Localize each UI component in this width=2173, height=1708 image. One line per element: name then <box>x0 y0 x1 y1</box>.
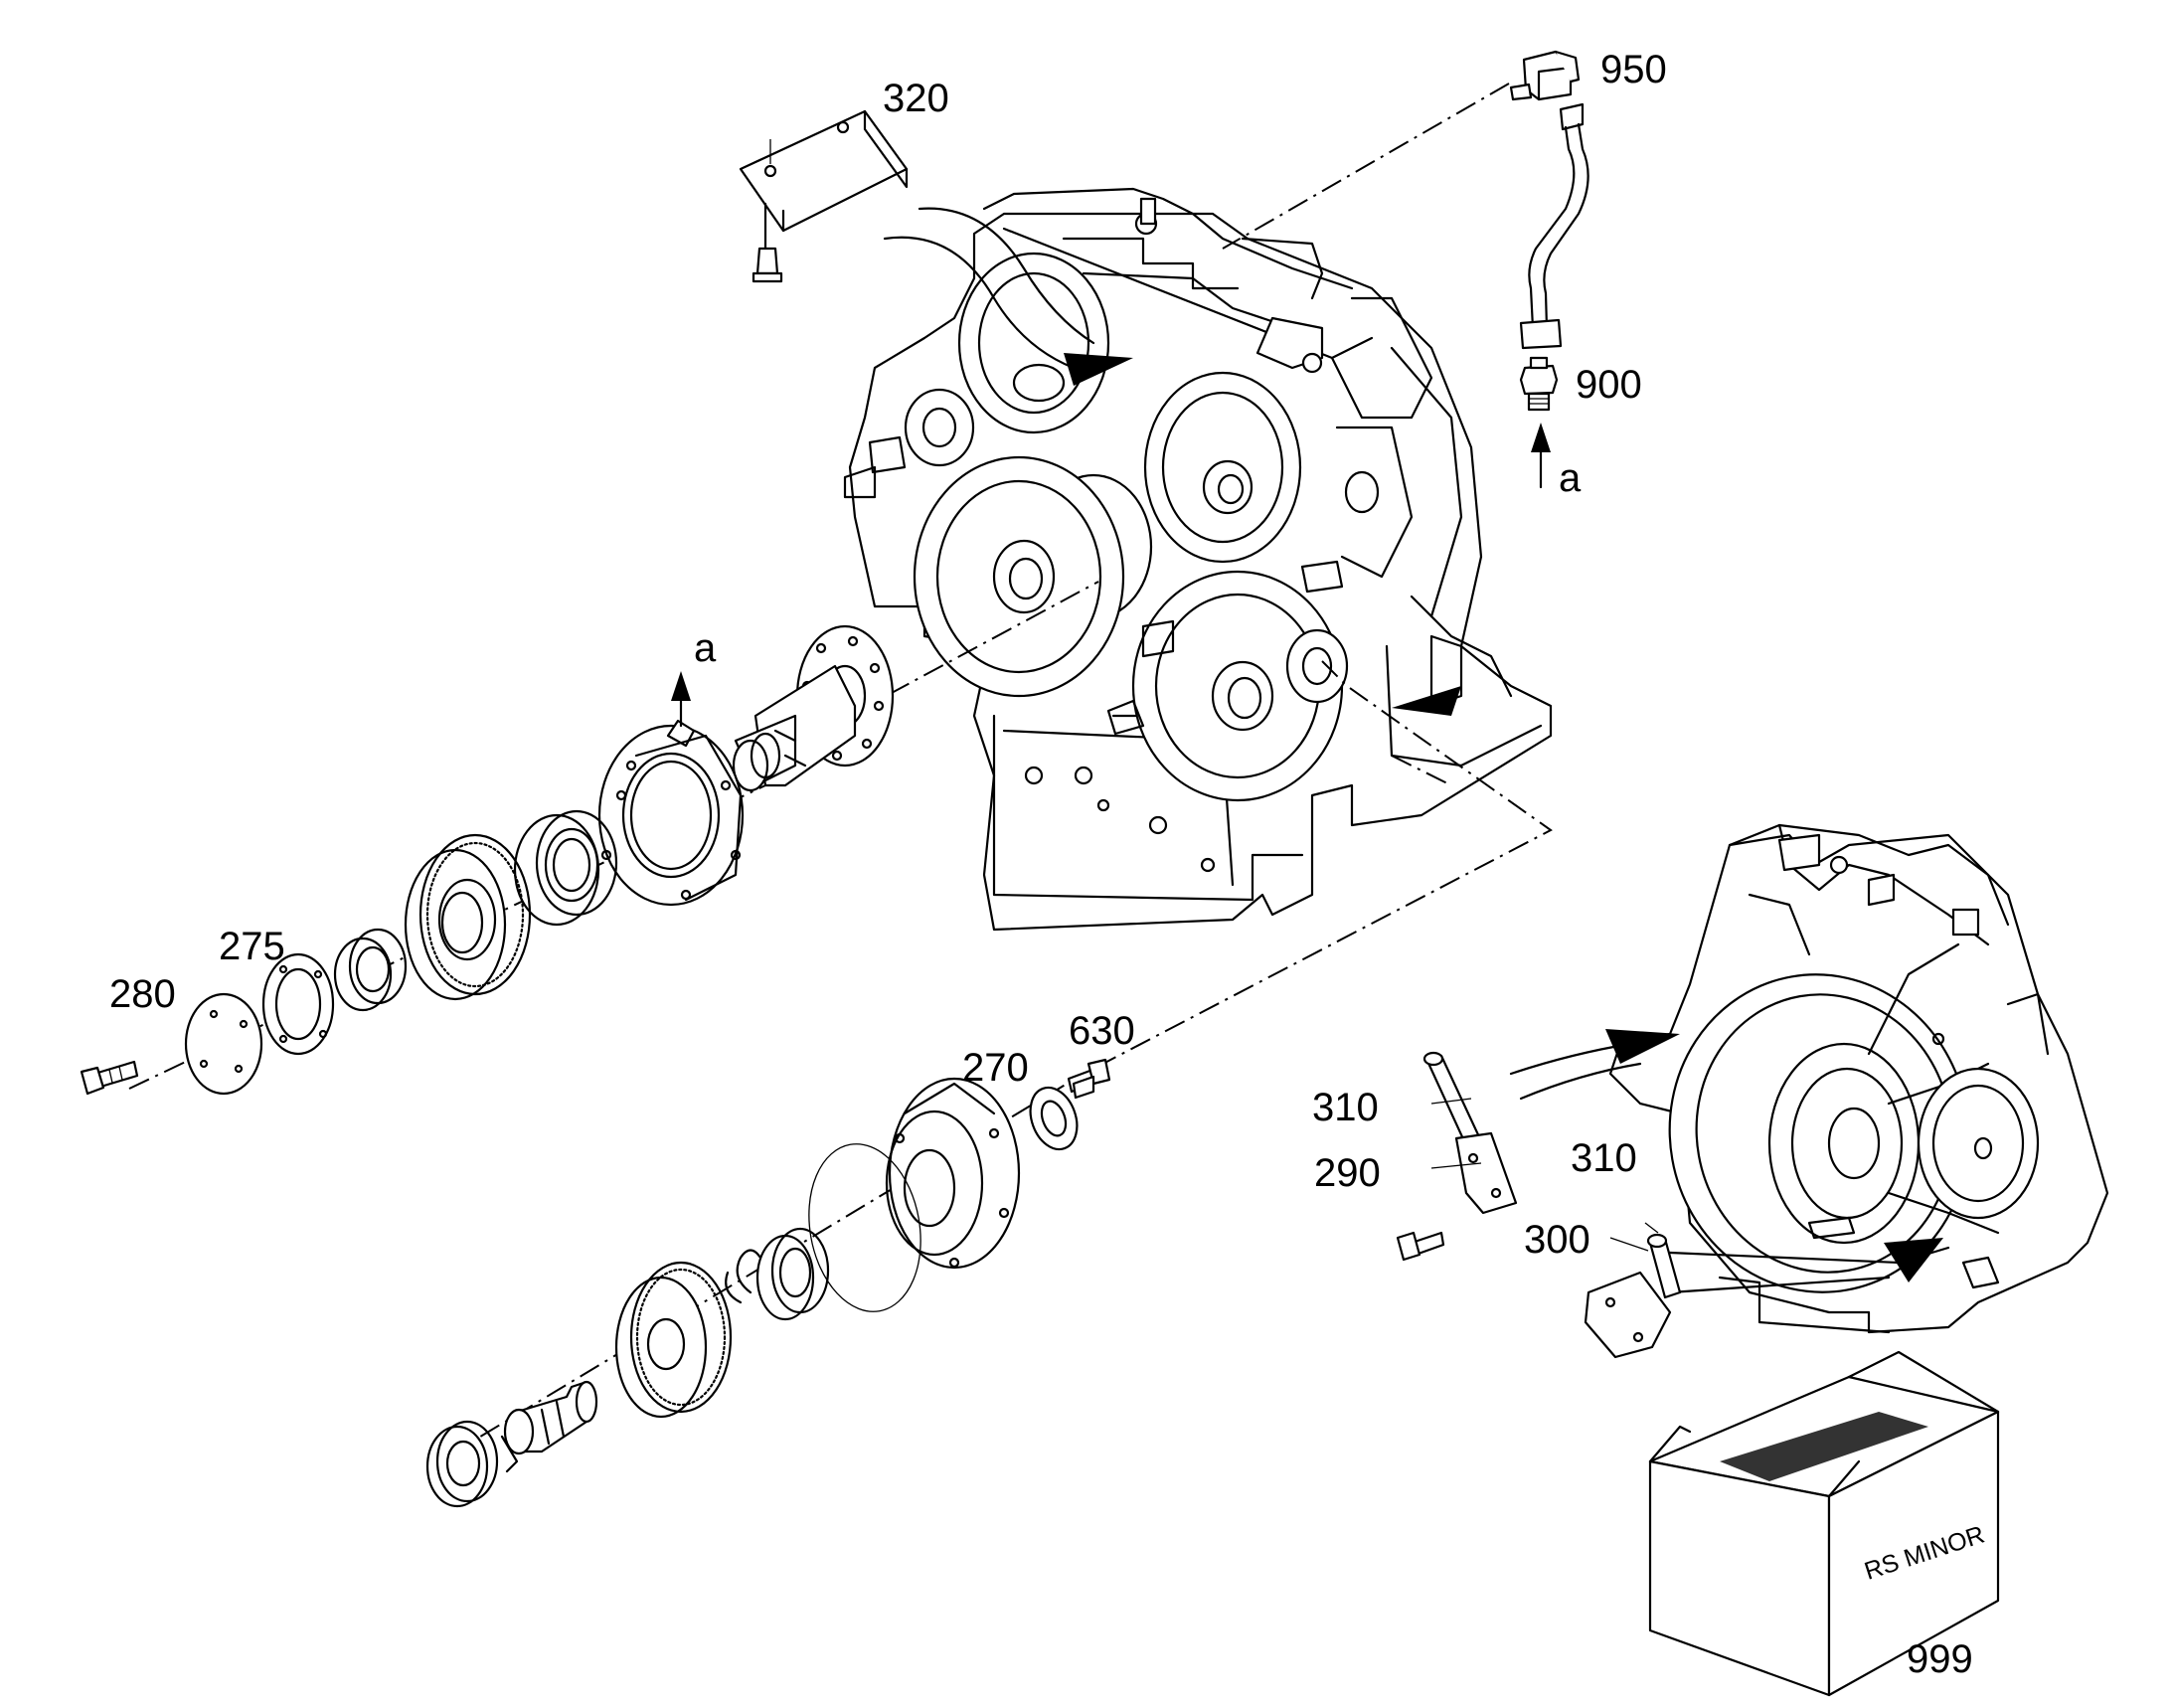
callout-300: 300 <box>1524 1218 1590 1262</box>
part-900-fitting <box>1519 356 1559 412</box>
marker-a-left: a <box>694 626 717 670</box>
callout-290: 290 <box>1314 1151 1381 1195</box>
axis-line-lower <box>1092 660 1553 1070</box>
callout-950: 950 <box>1600 48 1667 91</box>
part-320-cover-plate <box>739 109 909 283</box>
axis-line-950 <box>1222 83 1510 250</box>
part-999-box <box>1648 1350 2000 1697</box>
pointer-arrow-rear <box>1509 1029 1950 1294</box>
arrow-a-right <box>1531 423 1551 489</box>
callout-270: 270 <box>962 1046 1029 1090</box>
callout-630: 630 <box>1069 1009 1135 1053</box>
part-950-fitting <box>1509 50 1581 101</box>
part-290-bracket <box>1396 1131 1518 1262</box>
main-gearbox-housing <box>843 187 1553 932</box>
arrow-a-left <box>671 671 691 728</box>
upper-shaft-assembly <box>80 581 1099 1096</box>
leader-lines <box>1430 1098 1659 1252</box>
callout-900: 900 <box>1576 363 1642 407</box>
pointer-arrow-upper <box>883 207 1133 386</box>
callout-310-top: 310 <box>1312 1086 1379 1129</box>
axis-line-lower-b <box>1391 755 1452 786</box>
part-310-pin-bottom <box>1646 1233 1682 1299</box>
part-pipe <box>1519 102 1589 350</box>
callout-310-bottom: 310 <box>1571 1136 1637 1180</box>
callout-320: 320 <box>883 77 949 120</box>
callout-275: 275 <box>219 925 285 968</box>
callout-999: 999 <box>1907 1637 1973 1681</box>
marker-a-right: a <box>1559 456 1582 500</box>
callout-280: 280 <box>109 972 176 1016</box>
rear-housing <box>1608 823 2109 1334</box>
lower-shaft-assembly <box>425 1058 1111 1508</box>
pointer-arrow-lower <box>1392 686 1461 716</box>
part-300-bracket <box>1584 1271 1672 1359</box>
